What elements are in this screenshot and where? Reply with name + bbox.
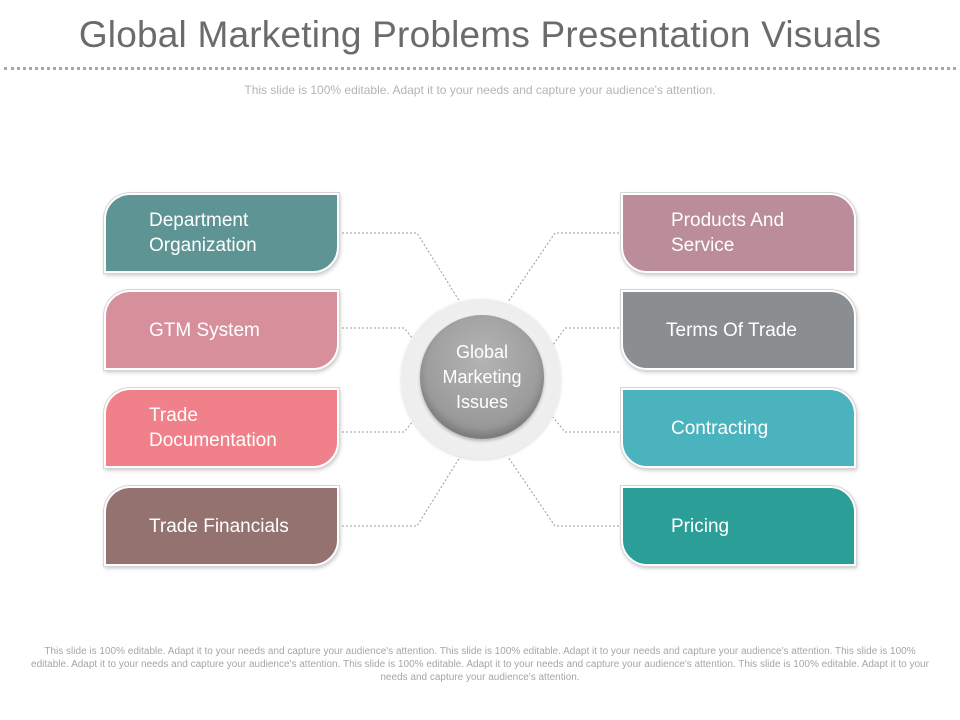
connector-contracting	[552, 416, 619, 433]
card-label: Terms Of Trade	[666, 319, 797, 341]
card-label: Trade Financials	[149, 515, 289, 537]
card-label: GTM System	[149, 319, 260, 341]
card-trade-documentation: Trade Documentation	[104, 388, 339, 468]
connector-trade-documentation	[342, 419, 415, 433]
card-label: Contracting	[671, 417, 769, 439]
card-label: Trade Documentation	[149, 405, 277, 451]
slide-title: Global Marketing Problems Presentation V…	[78, 14, 882, 55]
card-pricing: Pricing	[621, 486, 856, 566]
hub-label: Global Marketing Issues	[442, 341, 522, 412]
connector-gtm-system	[342, 327, 415, 341]
footer-note: This slide is 100% editable. Adapt it to…	[31, 646, 929, 683]
card-contracting: Contracting	[621, 388, 856, 468]
slide-subtitle: This slide is 100% editable. Adapt it to…	[244, 83, 716, 97]
hub-center-node: Global Marketing Issues	[420, 315, 544, 439]
title-divider	[4, 67, 956, 70]
connector-terms-of-trade	[552, 327, 619, 346]
card-label: Pricing	[671, 515, 730, 537]
card-label: Department Organization	[149, 210, 257, 256]
card-gtm-system: GTM System	[104, 290, 339, 370]
card-products-and-service: Products And Service	[621, 193, 856, 273]
card-terms-of-trade: Terms Of Trade	[621, 290, 856, 370]
connector-trade-financials	[342, 456, 461, 527]
card-department-organization: Department Organization	[104, 193, 339, 273]
card-label: Products And Service	[671, 210, 785, 256]
connector-products-and-service	[507, 232, 619, 303]
connector-department-organization	[342, 232, 461, 303]
card-trade-financials: Trade Financials	[104, 486, 339, 566]
connector-pricing	[507, 456, 619, 527]
